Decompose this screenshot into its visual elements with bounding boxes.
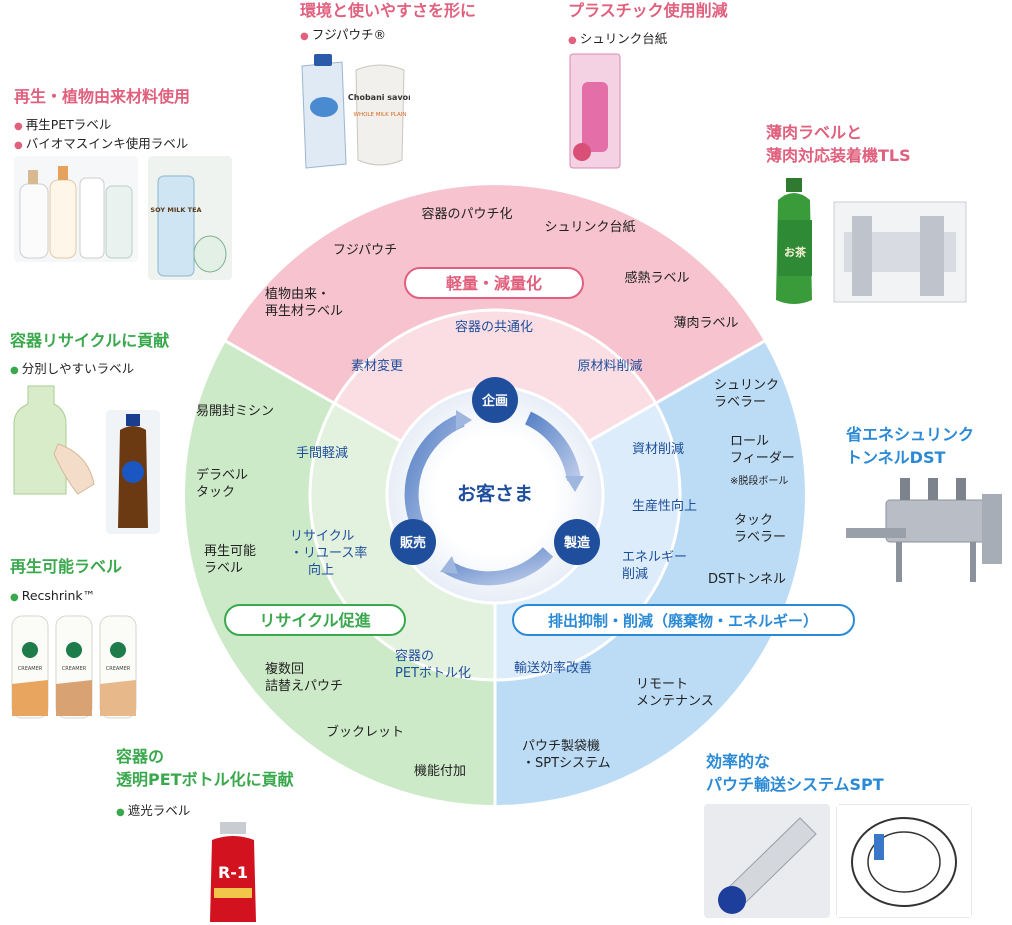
env-pouch-item: ●フジパウチ® [300, 27, 386, 42]
green-outer-0: 易開封ミシン [196, 404, 274, 419]
green-outer-4: ラベル [204, 561, 243, 576]
blue-outer-4: ※脱段ボール [730, 474, 788, 487]
clear-pet-title-0: 容器の [116, 747, 165, 766]
pouch-transport-title-0: 効率的な [706, 752, 771, 771]
sell-label: 販売 [400, 535, 426, 551]
blue-outer-7: DSTトンネル [708, 572, 786, 587]
pink-outer-3: 感熱ラベル [624, 270, 689, 286]
green-inner-2: ・リユース率 [290, 545, 367, 561]
plan-node [472, 377, 518, 423]
pink-inner-2: 原材料削減 [577, 358, 642, 374]
tea-bottle-photo: お茶 [776, 178, 812, 304]
creamer-text-1: CREAMER [62, 666, 87, 672]
spt-roller-photo [704, 804, 830, 918]
green-outer-segment [185, 341, 496, 805]
r1-text: R-1 [218, 863, 248, 882]
green-outer-1: デラベル [196, 467, 248, 483]
blue-outer-segment [495, 341, 805, 805]
blue-outer-1: ラベラー [714, 395, 766, 410]
clear-pet-item: ●遮光ラベル [116, 803, 191, 818]
emission-banner [512, 604, 855, 636]
thin-label-title-1: 薄肉対応装着機TLS [766, 146, 911, 165]
make-label: 製造 [563, 535, 591, 551]
spt-drum-photo [836, 804, 972, 918]
green-inner-0: 手間軽減 [296, 445, 348, 461]
pink-inner-1: 素材変更 [351, 358, 403, 374]
blue-outer-6: ラベラー [734, 530, 786, 545]
recycled-item-1: ●バイオマスインキ使用ラベル [14, 136, 189, 151]
dst-tunnel-photo [846, 478, 1002, 582]
pink-outer-4: 植物由来・ [265, 287, 330, 302]
reusable-label-title: 再生可能ラベル [10, 557, 123, 576]
green-inner-3: 向上 [308, 562, 334, 578]
pouch-sub: WHOLE MILK PLAIN [354, 112, 407, 118]
creamer-text-2: CREAMER [106, 666, 131, 672]
blue-outer-0: シュリンク [714, 378, 779, 393]
blue-inner-2: エネルギー [622, 550, 687, 565]
blue-outer-2: ロール [730, 434, 769, 449]
emission-banner-text: 排出抑制・削減（廃棄物・エネルギー） [548, 612, 818, 630]
tls-machine-photo [833, 201, 967, 303]
pepsi-bottle-photo [106, 410, 160, 534]
green-outer-3: 再生可能 [204, 544, 256, 559]
blue-outer-11: ・SPTシステム [522, 756, 611, 771]
pouch-brand: Chobani savor [348, 93, 410, 102]
pink-outer-5: 再生材ラベル [265, 304, 343, 319]
recycled-item-0: ●再生PETラベル [14, 117, 112, 132]
soy-tea-text: SOY MILK TEA [150, 206, 201, 214]
blue-inner-0: 資材削減 [632, 441, 684, 457]
blue-outer-9: メンテナンス [636, 694, 714, 709]
plastic-item: ●シュリンク台紙 [568, 31, 668, 46]
pouch-transport-title-1: パウチ輸送システムSPT [706, 775, 884, 794]
make-node [554, 519, 600, 565]
creamer-bottles-photo: CREAMER CREAMER CREAMER [11, 615, 137, 719]
green-outer-2: タック [196, 485, 235, 500]
clear-pet-title-1: 透明PETボトル化に貢献 [116, 770, 294, 789]
soy-tea-photo: SOY MILK TEA [148, 156, 232, 280]
pink-outer-2: シュリンク台紙 [544, 220, 635, 235]
pink-outer-0: 容器のパウチ化 [421, 206, 512, 222]
green-inner-1: リサイクル [290, 529, 354, 544]
recycled-bottles-photo [14, 156, 138, 262]
recycle-contrib-item: ●分別しやすいラベル [10, 361, 135, 376]
recycle-banner-text: リサイクル促進 [259, 611, 370, 630]
weight-banner-text: 軽量・減量化 [446, 274, 542, 293]
green-inner-4: 容器の [395, 648, 434, 664]
plan-label: 企画 [481, 393, 508, 409]
recycle-contrib-title: 容器リサイクルに貢献 [10, 331, 170, 350]
pink-inner-0: 容器の共通化 [455, 319, 533, 335]
green-outer-7: ブックレット [326, 724, 404, 740]
recycled-title: 再生・植物由来材料使用 [14, 87, 191, 106]
blue-inner-4: 輸送効率改善 [514, 660, 592, 676]
blue-inner-3: 削減 [622, 566, 648, 582]
tea-bottle-text: お茶 [784, 245, 807, 259]
pink-outer-1: フジパウチ [333, 243, 397, 258]
blue-outer-3: フィーダー [730, 451, 795, 466]
weight-banner [404, 267, 584, 299]
creamer-text-0: CREAMER [18, 666, 43, 672]
shrink-card-photo [569, 53, 621, 169]
recycle-banner [224, 604, 406, 636]
blue-outer-5: タック [734, 513, 773, 528]
blue-inner-1: 生産性向上 [632, 498, 697, 514]
shrink-tunnel-title-1: トンネルDST [846, 448, 946, 467]
blue-outer-8: リモート [636, 677, 688, 692]
sell-node [390, 519, 436, 565]
plastic-title: プラスチック使用削減 [568, 1, 728, 20]
green-inner-5: PETボトル化 [395, 666, 471, 681]
blue-outer-10: パウチ製袋機 [522, 739, 600, 754]
thin-label-title-0: 薄肉ラベルと [766, 123, 863, 142]
green-outer-6: 詰替えパウチ [265, 678, 343, 694]
shrink-tunnel-title-0: 省エネシュリンク [846, 425, 975, 444]
r1-bottle-photo: R-1 [210, 822, 256, 922]
green-outer-5: 複数回 [265, 661, 304, 677]
reusable-label-item: ●Recshrink™ [10, 588, 96, 603]
env-pouch-title: 環境と使いやすさを形に [300, 1, 477, 20]
center-label: お客さま [457, 482, 533, 505]
green-outer-8: 機能付加 [414, 764, 466, 779]
pouch-product-photo: Chobani savor WHOLE MILK PLAIN [301, 54, 410, 169]
pink-outer-6: 薄肉ラベル [673, 316, 738, 331]
separable-label-photo [13, 385, 95, 495]
